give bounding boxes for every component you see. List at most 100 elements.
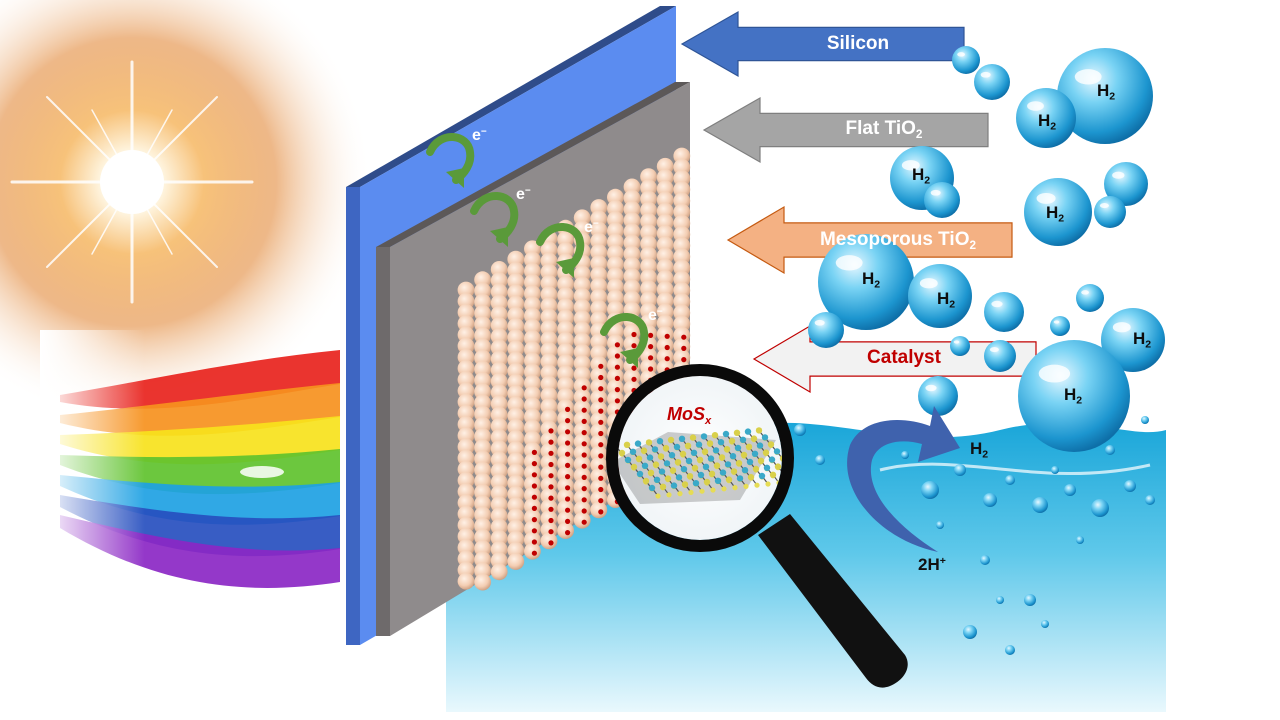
magnifying-glass [606,364,908,688]
silicon-arrow [680,10,965,78]
catalyst-dot [531,461,538,467]
lattice-atom [713,462,721,469]
catalyst-dot [531,505,538,511]
water-droplet [963,625,977,639]
water-droplet [983,493,997,507]
lattice-atom [756,442,764,449]
water-droplet [1105,445,1115,455]
bubble-highlight [1074,69,1102,85]
lattice-atom [733,429,741,436]
water-droplet [1091,499,1109,517]
catalyst-dot [664,356,670,362]
bubble-h2-label: H2 [862,269,881,291]
catalyst-dot [565,474,571,480]
tio2-particle [457,572,475,590]
lattice-atom [761,434,769,441]
lattice-atom [686,473,694,480]
lattice-atom [664,475,672,482]
lattice-atom [765,481,771,487]
catalyst-dot [531,494,538,500]
catalyst-dot [648,366,654,372]
proton-label: 2H+ [918,555,946,574]
catalyst-dot [548,461,554,468]
lattice-atom [723,446,731,453]
bubble-highlight [1099,203,1109,209]
catalyst-dot [548,529,554,535]
catalyst-dot [548,428,554,434]
catalyst-dot [581,508,587,514]
tio2-particle [507,553,525,570]
lattice-atom [648,484,656,492]
water-droplet [901,451,909,459]
lattice-atom [755,427,763,434]
lattice-atom [736,475,744,482]
catalyst-dot [565,429,571,435]
water-droplet [794,424,806,436]
bubble-highlight [930,189,941,196]
catalyst-dot [565,406,571,412]
lattice-atom [757,457,765,464]
catalyst-dot [531,483,538,489]
catalyst-dot [598,386,604,392]
lattice-atom [699,488,705,494]
water-droplet [1076,536,1084,544]
lattice-atom [691,464,699,472]
catalyst-dot [565,485,571,491]
lattice-atom [739,436,747,443]
catalyst-dot [581,474,587,480]
lattice-atom [640,447,648,454]
catalyst-dot [565,496,571,502]
catalyst-dot [631,331,637,338]
bubble-highlight [989,347,999,353]
lattice-atom [730,468,738,475]
lattice-atom [735,460,743,467]
lattice-atom [646,454,654,461]
lattice-atom [712,447,720,454]
water-droplet [936,521,944,529]
lattice-atom [647,469,655,476]
bubble-highlight [835,255,863,271]
lattice-atom [696,456,704,463]
lattice-atom [762,449,770,456]
catalyst-dot [598,374,604,381]
lattice-atom [758,472,766,480]
water-droplet [996,596,1004,604]
lattice-atom [655,493,661,499]
catalyst-dot [614,342,621,348]
catalyst-dot [581,441,587,447]
catalyst-dot [548,450,554,456]
lattice-atom [692,480,700,487]
catalyst-dot [648,355,654,361]
catalyst-dot [681,334,687,340]
lattice-atom [652,461,660,468]
lattice-atom [695,441,703,448]
lattice-atom [767,441,775,448]
bubble-h2-label: H2 [1064,385,1083,407]
lattice-atom [746,458,754,466]
bubble-highlight [925,384,937,392]
catalyst-dot [565,530,571,536]
bubble-highlight [919,278,938,289]
catalyst-dot [598,486,604,493]
lattice-atom [641,462,649,469]
lattice-atom [710,487,716,493]
lattice-atom [751,450,759,457]
catalyst-dot [581,396,587,402]
catalyst-dot [598,453,604,459]
catalyst-dot [548,484,554,490]
reaction-arrow [847,406,960,552]
lattice-atom [657,453,665,460]
mesoporous-tio2-particles [457,147,691,591]
silicon-label: Silicon [826,33,890,54]
lattice-atom [745,443,753,450]
catalyst-dot [565,518,571,525]
rainbow-light-beam [40,330,340,600]
sun [0,0,372,422]
lattice-atom [636,470,644,478]
catalyst-dot [664,333,670,339]
lattice-atom [678,435,686,442]
lattice-atom [685,457,693,465]
hydrogen-bubble [808,312,844,348]
lattice-atom [740,451,748,459]
